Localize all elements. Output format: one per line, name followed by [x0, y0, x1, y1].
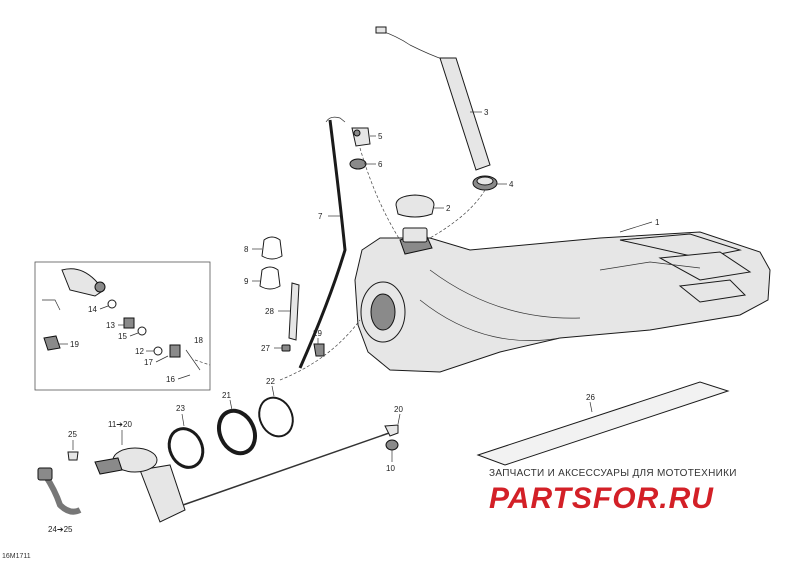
- gasket-9: [259, 266, 281, 290]
- callout-21: 21: [222, 391, 231, 400]
- locking-ring-21: [217, 408, 257, 456]
- callout-28: 28: [265, 307, 274, 316]
- callout-19: 19: [70, 340, 79, 349]
- callout-1: 1: [655, 218, 660, 227]
- callout-3: 3: [484, 108, 489, 117]
- callout-14: 14: [88, 305, 97, 314]
- watermark-tagline: ЗАПЧАСТИ И АКСЕССУАРЫ ДЛЯ МОТОТЕХНИКИ: [489, 468, 737, 479]
- callout-4: 4: [509, 180, 514, 189]
- callout-2: 2: [446, 204, 451, 213]
- grommet-10: [385, 439, 399, 451]
- clamp-23: [167, 427, 205, 469]
- callout-26: 26: [586, 393, 595, 402]
- callout-27: 27: [261, 344, 270, 353]
- gasket-8: [261, 236, 283, 260]
- clip-29: [313, 343, 325, 357]
- callout-8: 8: [244, 245, 249, 254]
- sender-grommet: [472, 175, 498, 191]
- callout-29: 29: [313, 329, 322, 338]
- seal-ring-22: [258, 396, 294, 438]
- fuel-level-sender: [375, 26, 491, 171]
- callout-22: 22: [266, 377, 275, 386]
- callout-6: 6: [378, 160, 383, 169]
- clip-25: [67, 451, 79, 461]
- callout-24-25: 24➔25: [48, 525, 73, 534]
- vent-valve: [351, 127, 371, 147]
- callout-12: 12: [135, 347, 144, 356]
- callout-20: 20: [394, 405, 403, 414]
- fuel-pump-assembly: [94, 424, 399, 523]
- callout-11-20: 11➔20: [108, 420, 132, 429]
- callout-5: 5: [378, 132, 383, 141]
- callout-16: 16: [166, 375, 175, 384]
- callout-7: 7: [318, 212, 323, 221]
- fuel-tank: [354, 227, 771, 373]
- callout-25: 25: [68, 430, 77, 439]
- callout-23: 23: [176, 404, 185, 413]
- callout-17: 17: [144, 358, 153, 367]
- callout-18: 18: [194, 336, 203, 345]
- callout-9: 9: [244, 277, 249, 286]
- fuel-line-24-25: [37, 467, 82, 515]
- drawing-code: 16M1711: [2, 553, 31, 560]
- clip-27: [281, 344, 291, 352]
- watermark-logo: PARTSFOR.RU: [489, 482, 714, 515]
- vent-hose: [298, 116, 347, 369]
- tank-pad-26: [476, 381, 730, 466]
- callout-13: 13: [106, 321, 115, 330]
- fuel-cap: [395, 194, 435, 218]
- callout-15: 15: [118, 332, 127, 341]
- callout-10: 10: [386, 464, 395, 473]
- tube-28: [288, 282, 300, 341]
- pump-detail-inset: [34, 261, 211, 391]
